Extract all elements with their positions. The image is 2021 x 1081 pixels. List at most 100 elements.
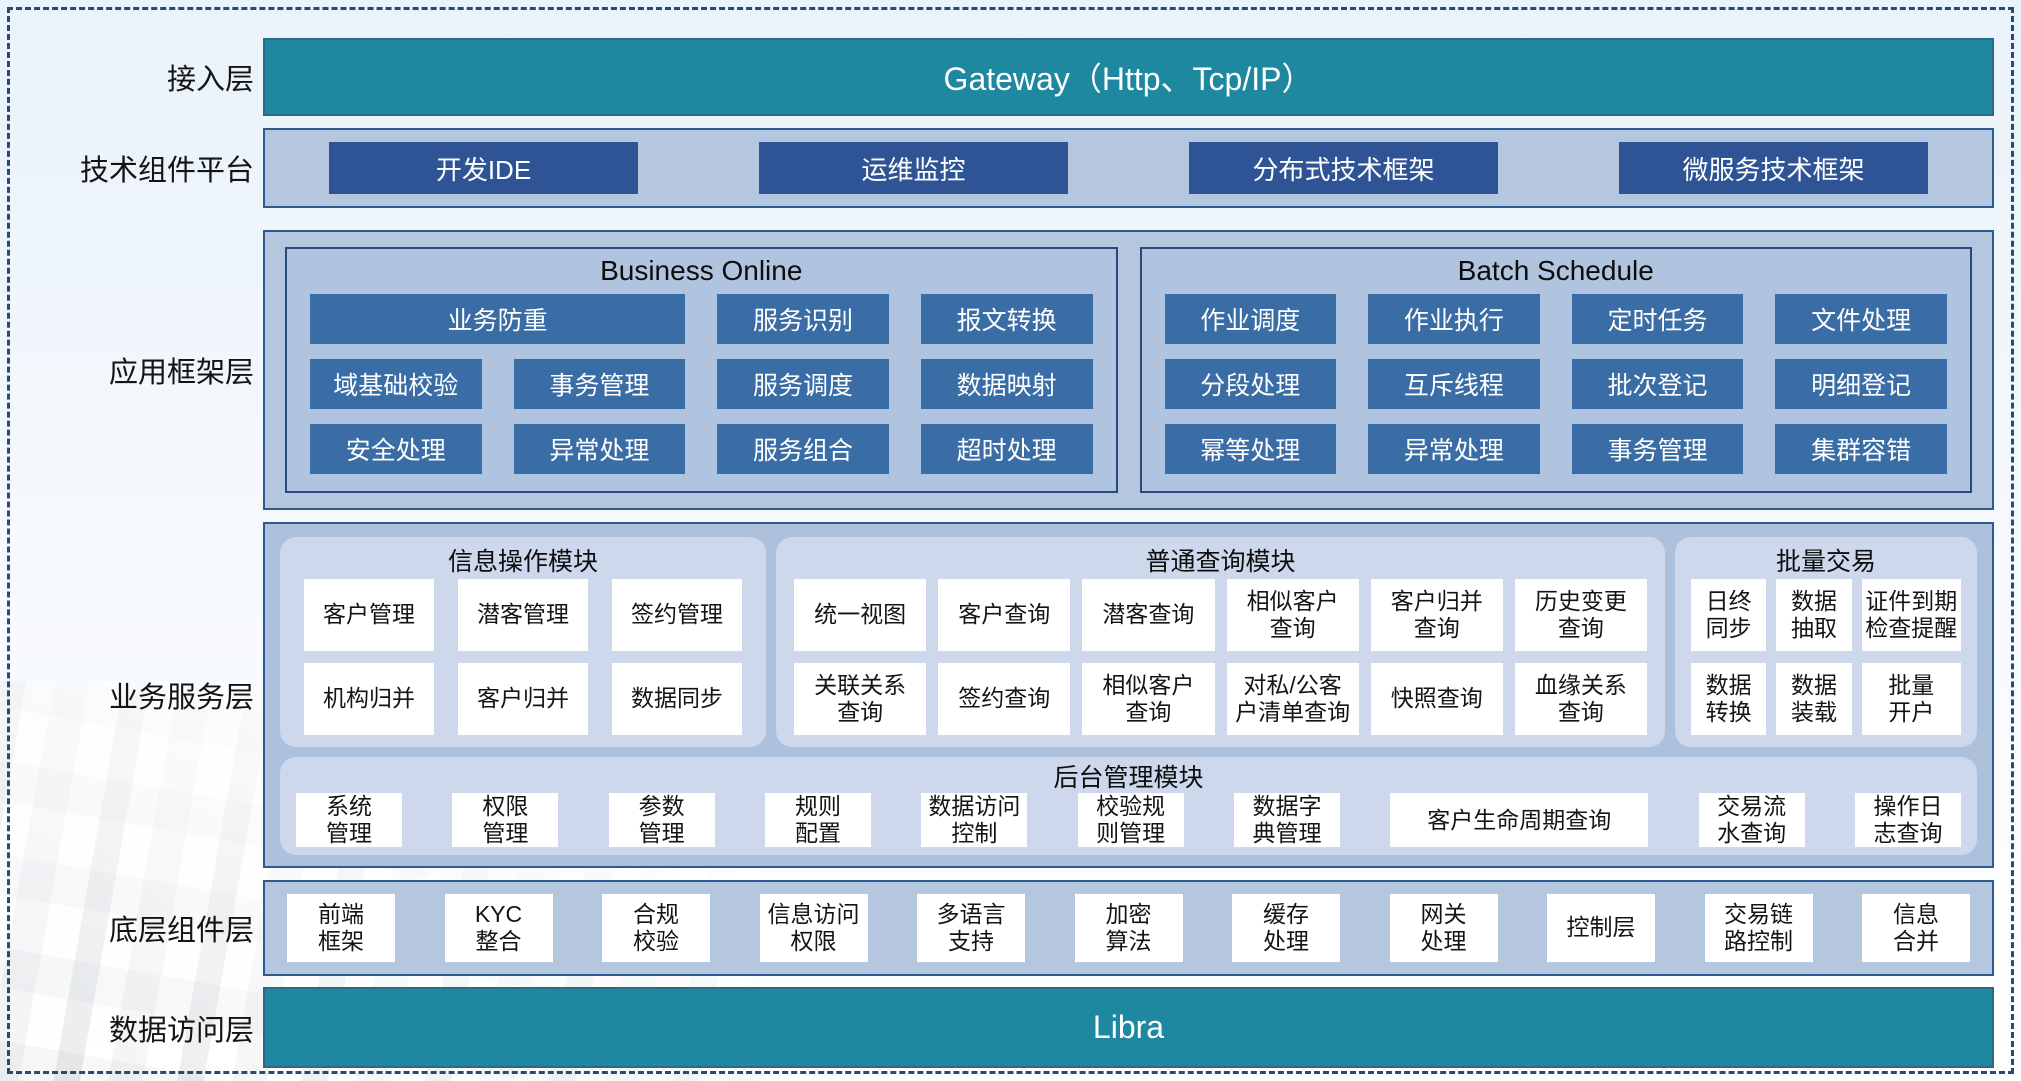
component-box: 网关 处理 (1389, 894, 1498, 962)
tech-platform-panel: 开发IDE 运维监控 分布式技术框架 微服务技术框架 (263, 128, 1994, 208)
service-box: 对私/公客 户清单查询 (1226, 663, 1359, 735)
framework-block: 作业执行 (1367, 293, 1541, 345)
batch-trade-title: 批量交易 (1775, 548, 1876, 576)
layer-label-service: 业务服务层 (108, 682, 254, 714)
info-operation-module: 信息操作模块 客户管理 潜客管理 签约管理 机构归并 客户归并 数据同步 (280, 537, 766, 747)
service-box: 系统 管理 (296, 793, 402, 848)
component-box: 合规 校验 (602, 894, 710, 962)
business-online-panel: Business Online 业务防重 服务识别 报文转换 域基础校验 事务管… (285, 247, 1118, 493)
service-box: 校验规 则管理 (1077, 793, 1184, 848)
component-box: 前端 框架 (287, 894, 395, 962)
component-box: 控制层 (1547, 894, 1655, 962)
framework-block: 幂等处理 (1163, 423, 1338, 475)
batch-schedule-title: Batch Schedule (1457, 255, 1654, 286)
service-box: 数据字 典管理 (1233, 793, 1340, 848)
service-box: 机构归并 (304, 663, 434, 735)
admin-module-title: 后台管理模块 (1053, 764, 1204, 792)
info-operation-title: 信息操作模块 (447, 548, 598, 576)
framework-block: 明细登记 (1774, 358, 1948, 410)
service-box: 快照查询 (1370, 663, 1503, 735)
service-layer-panel: 信息操作模块 客户管理 潜客管理 签约管理 机构归并 客户归并 数据同步 普通查… (263, 522, 1994, 868)
framework-block: 文件处理 (1774, 293, 1948, 345)
framework-block: 服务识别 (716, 293, 890, 345)
service-box: 数据 抽取 (1776, 579, 1852, 651)
layer-label-app: 应用框架层 (108, 357, 254, 389)
framework-block: 异常处理 (512, 423, 687, 475)
service-box: 潜客管理 (458, 579, 588, 651)
framework-block: 超时处理 (919, 423, 1094, 475)
layer-label-data: 数据访问层 (108, 1014, 254, 1047)
framework-block: 服务调度 (716, 358, 890, 410)
gateway-bar: Gateway（Http、Tcp/IP） (263, 38, 1994, 116)
component-layer-panel: 前端 框架 KYC 整合 合规 校验 信息访问 权限 多语言 支持 加密 算法 … (263, 880, 1994, 976)
framework-block: 作业调度 (1163, 293, 1338, 345)
component-box: 交易链 路控制 (1704, 894, 1813, 962)
framework-block: 集群容错 (1774, 423, 1948, 475)
component-box: KYC 整合 (444, 894, 553, 962)
service-box: 客户归并 查询 (1370, 579, 1503, 651)
batch-trade-module: 批量交易 日终 同步 数据 抽取 证件到期 检查提醒 数据 转换 数据 装载 批… (1675, 537, 1977, 747)
query-module-grid: 统一视图 客户查询 潜客查询 相似客户 查询 客户归并 查询 历史变更 查询 关… (790, 579, 1651, 735)
framework-block: 互斥线程 (1367, 358, 1541, 410)
service-box: 数据访问 控制 (921, 793, 1028, 848)
service-box: 数据 装载 (1776, 663, 1852, 735)
admin-module: 后台管理模块 系统 管理 权限 管理 参数 管理 规则 配置 数据访问 控制 校… (280, 757, 1977, 855)
framework-block: 服务组合 (716, 423, 890, 475)
service-box: 操作日 志查询 (1854, 793, 1961, 848)
service-box: 血缘关系 查询 (1514, 663, 1647, 735)
batch-schedule-panel: Batch Schedule 作业调度 作业执行 定时任务 文件处理 分段处理 … (1139, 247, 1972, 493)
framework-block: 批次登记 (1570, 358, 1745, 410)
service-box: 规则 配置 (764, 793, 871, 848)
business-online-title: Business Online (600, 255, 803, 286)
service-box: 数据同步 (612, 663, 742, 735)
framework-block: 异常处理 (1367, 423, 1541, 475)
service-box: 潜客查询 (1082, 579, 1215, 651)
framework-block: 安全处理 (309, 423, 483, 475)
layer-label-bottom: 底层组件层 (108, 915, 254, 947)
info-operation-grid: 客户管理 潜客管理 签约管理 机构归并 客户归并 数据同步 (294, 579, 752, 735)
framework-block: 报文转换 (919, 293, 1094, 345)
framework-block: 分段处理 (1163, 358, 1338, 410)
business-online-grid: 业务防重 服务识别 报文转换 域基础校验 事务管理 服务调度 数据映射 安全处理… (287, 293, 1116, 491)
batch-schedule-grid: 作业调度 作业执行 定时任务 文件处理 分段处理 互斥线程 批次登记 明细登记 … (1142, 293, 1971, 491)
service-box: 签约管理 (612, 579, 742, 651)
service-top-row: 信息操作模块 客户管理 潜客管理 签约管理 机构归并 客户归并 数据同步 普通查… (280, 537, 1977, 747)
layer-label-tech: 技术组件平台 (79, 155, 254, 187)
framework-block: 域基础校验 (309, 358, 483, 410)
component-box: 信息 合并 (1862, 894, 1970, 962)
layer-label-access: 接入层 (166, 64, 254, 96)
component-box: 信息访问 权限 (759, 894, 868, 962)
framework-block: 事务管理 (1570, 423, 1745, 475)
framework-block: 事务管理 (512, 358, 687, 410)
tech-block: 微服务技术框架 (1619, 142, 1928, 194)
component-box: 加密 算法 (1074, 894, 1183, 962)
gateway-label: Gateway（Http、Tcp/IP） (943, 61, 1314, 97)
service-box: 关联关系 查询 (794, 663, 927, 735)
query-module-title: 普通查询模块 (1145, 548, 1296, 576)
service-box: 客户生命周期查询 (1390, 793, 1649, 848)
app-framework-panel: Business Online 业务防重 服务识别 报文转换 域基础校验 事务管… (263, 230, 1994, 510)
framework-block: 定时任务 (1570, 293, 1745, 345)
service-box: 批量 开户 (1861, 663, 1961, 735)
tech-block: 分布式技术框架 (1189, 142, 1498, 194)
service-box: 日终 同步 (1691, 579, 1767, 651)
service-box: 历史变更 查询 (1514, 579, 1647, 651)
framework-block: 业务防重 (309, 293, 687, 345)
service-box: 客户查询 (938, 579, 1071, 651)
libra-label: Libra (1092, 1009, 1165, 1045)
service-box: 数据 转换 (1691, 663, 1767, 735)
service-box: 客户管理 (304, 579, 434, 651)
service-box: 证件到期 检查提醒 (1861, 579, 1961, 651)
component-box: 缓存 处理 (1232, 894, 1340, 962)
service-box: 参数 管理 (608, 793, 715, 848)
service-box: 签约查询 (938, 663, 1071, 735)
tech-block: 开发IDE (329, 142, 638, 194)
service-box: 交易流 水查询 (1698, 793, 1805, 848)
service-box: 统一视图 (794, 579, 927, 651)
service-box: 相似客户 查询 (1082, 663, 1215, 735)
query-module: 普通查询模块 统一视图 客户查询 潜客查询 相似客户 查询 客户归并 查询 历史… (776, 537, 1665, 747)
batch-trade-grid: 日终 同步 数据 抽取 证件到期 检查提醒 数据 转换 数据 装载 批量 开户 (1689, 579, 1963, 735)
admin-module-row: 系统 管理 权限 管理 参数 管理 规则 配置 数据访问 控制 校验规 则管理 … (296, 793, 1961, 848)
component-box: 多语言 支持 (917, 894, 1025, 962)
